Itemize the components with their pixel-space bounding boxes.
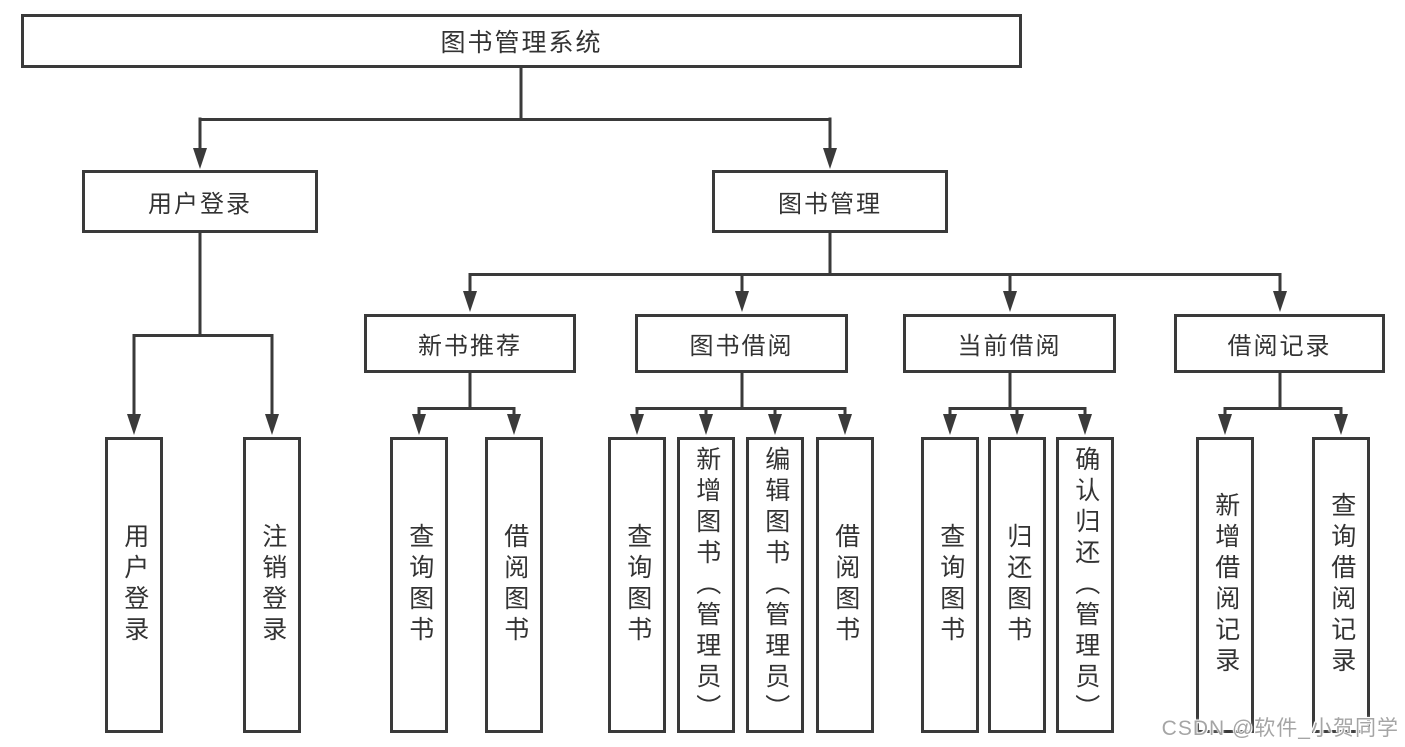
arrowhead-icon	[735, 291, 749, 312]
leaf-records-add-record-label: 新增借阅记录	[1211, 492, 1240, 678]
node-current-borrowing-label: 当前借阅	[957, 333, 1062, 360]
node-root-label: 图书管理系统	[440, 29, 603, 57]
arrowhead-icon	[412, 414, 426, 435]
leaf-borrowing-add-books-admin: 新增图书（管理员）	[677, 437, 735, 733]
leaf-current-confirm-return-admin-label: 确认归还（管理员）	[1071, 445, 1100, 725]
node-new-book-recommend: 新书推荐	[364, 314, 576, 373]
leaf-logout: 注销登录	[243, 437, 301, 733]
leaf-borrowing-borrow-books: 借阅图书	[816, 437, 874, 733]
leaf-borrowing-borrow-books-label: 借阅图书	[831, 523, 860, 647]
arrowhead-icon	[1273, 291, 1287, 312]
arrowheads	[127, 148, 1348, 435]
node-book-borrowing-label: 图书借阅	[689, 333, 794, 360]
leaf-borrowing-edit-books-admin-label: 编辑图书（管理员）	[761, 445, 790, 725]
leaf-borrowing-add-books-admin-label: 新增图书（管理员）	[692, 445, 721, 725]
leaf-newbook-borrow-books-label: 借阅图书	[500, 523, 529, 647]
edge-root-to-level2	[198, 66, 832, 121]
node-new-book-recommend-label: 新书推荐	[418, 333, 522, 360]
arrowhead-icon	[630, 414, 644, 435]
arrowhead-icon	[1010, 414, 1024, 435]
arrowhead-icon	[1078, 414, 1092, 435]
arrowhead-icon	[823, 148, 837, 169]
tree-edges	[132, 66, 1343, 419]
arrowhead-icon	[193, 148, 207, 169]
arrowhead-icon	[943, 414, 957, 435]
leaf-current-confirm-return-admin: 确认归还（管理员）	[1056, 437, 1114, 733]
arrowhead-icon	[1003, 291, 1017, 312]
node-user-login-label: 用户登录	[148, 191, 252, 218]
edge-new-book-branch	[417, 371, 516, 419]
watermark: CSDN @软件_小贺同学	[1161, 717, 1399, 740]
arrowhead-icon	[768, 414, 782, 435]
leaf-current-return-books-label: 归还图书	[1003, 523, 1032, 647]
edge-level2-shafts	[198, 117, 832, 153]
node-borrowing-records: 借阅记录	[1174, 314, 1385, 373]
leaf-borrowing-query-books-label: 查询图书	[623, 523, 652, 647]
arrowhead-icon	[838, 414, 852, 435]
leaf-logout-label: 注销登录	[258, 523, 287, 647]
arrowhead-icon	[1334, 414, 1348, 435]
node-user-login: 用户登录	[82, 170, 318, 233]
node-book-management: 图书管理	[712, 170, 948, 233]
arrowhead-icon	[463, 291, 477, 312]
leaf-newbook-query-books: 查询图书	[390, 437, 448, 733]
leaf-newbook-borrow-books: 借阅图书	[485, 437, 543, 733]
node-book-management-label: 图书管理	[778, 191, 882, 218]
node-borrowing-records-label: 借阅记录	[1227, 333, 1332, 360]
leaf-user-login: 用户登录	[105, 437, 163, 733]
arrowhead-icon	[699, 414, 713, 435]
arrowhead-icon	[265, 414, 279, 435]
leaf-records-query-record-label: 查询借阅记录	[1327, 492, 1356, 678]
node-current-borrowing: 当前借阅	[903, 314, 1116, 373]
edge-book-management-branch	[468, 231, 1282, 296]
leaf-records-add-record: 新增借阅记录	[1196, 437, 1254, 733]
leaf-records-query-record: 查询借阅记录	[1312, 437, 1370, 733]
node-root-system: 图书管理系统	[21, 14, 1022, 68]
leaf-newbook-query-books-label: 查询图书	[405, 523, 434, 647]
leaf-current-query-books: 查询图书	[921, 437, 979, 733]
leaf-borrowing-edit-books-admin: 编辑图书（管理员）	[746, 437, 804, 733]
leaf-user-login-label: 用户登录	[120, 523, 149, 647]
leaf-borrowing-query-books: 查询图书	[608, 437, 666, 733]
arrowhead-icon	[1218, 414, 1232, 435]
edge-borrowing-records-branch	[1223, 371, 1343, 419]
node-book-borrowing: 图书借阅	[635, 314, 848, 373]
edge-book-borrowing-branch	[635, 371, 847, 419]
arrowhead-icon	[127, 414, 141, 435]
leaf-current-return-books: 归还图书	[988, 437, 1046, 733]
arrowhead-icon	[507, 414, 521, 435]
edge-current-borrowing-branch	[948, 371, 1087, 419]
leaf-current-query-books-label: 查询图书	[936, 523, 965, 647]
edge-user-login-branch	[132, 231, 274, 419]
